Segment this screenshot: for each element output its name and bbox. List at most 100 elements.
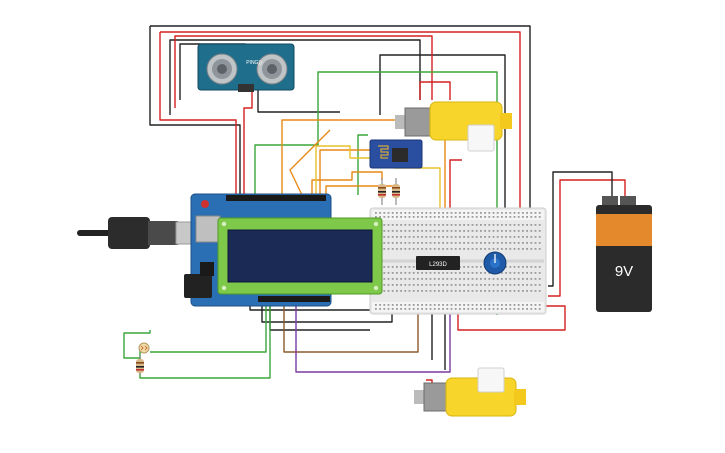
breadboard-hole (391, 242, 394, 244)
breadboard-hole (513, 308, 516, 310)
breadboard-hole (408, 284, 411, 286)
usb-cable (77, 217, 201, 249)
breadboard-hole (480, 290, 482, 292)
breadboard-hole (534, 272, 537, 274)
photoresistor (138, 342, 150, 354)
lcd-display-icon (217, 217, 383, 295)
ultrasonic-sensor-icon (206, 53, 288, 85)
breadboard-hole (400, 242, 402, 244)
breadboard-hole (526, 242, 528, 244)
breadboard-hole (526, 224, 528, 226)
breadboard-hole (391, 248, 394, 250)
breadboard-hole (429, 278, 432, 280)
breadboard-hole (496, 278, 499, 280)
breadboard-hole (459, 212, 461, 214)
breadboard-hole (404, 284, 407, 286)
breadboard-hole (459, 278, 461, 280)
breadboard-hole (387, 236, 390, 238)
breadboard-hole (475, 290, 478, 292)
breadboard-hole (442, 308, 444, 310)
breadboard-hole (538, 290, 541, 292)
breadboard-hole (412, 278, 415, 280)
breadboard-hole (480, 212, 482, 214)
breadboard-hole (450, 278, 453, 280)
breadboard-hole (433, 216, 436, 218)
breadboard-hole (513, 216, 516, 218)
breadboard-hole (513, 304, 516, 306)
breadboard-hole (408, 242, 411, 244)
breadboard-hole (530, 212, 533, 214)
breadboard-hole (391, 236, 394, 238)
breadboard-hole (501, 308, 503, 310)
breadboard-hole (429, 248, 432, 250)
breadboard-hole (488, 236, 491, 238)
breadboard-hole (383, 248, 386, 250)
breadboard-hole (530, 304, 533, 306)
breadboard-hole (463, 284, 465, 286)
breadboard-hole (404, 216, 407, 218)
breadboard-hole (513, 278, 516, 280)
breadboard-hole (417, 278, 419, 280)
breadboard-hole (526, 284, 528, 286)
breadboard-hole (396, 278, 398, 280)
breadboard-hole (438, 290, 440, 292)
breadboard-hole (417, 272, 419, 274)
breadboard-hole (433, 242, 436, 244)
breadboard-hole (412, 272, 415, 274)
breadboard-hole (538, 216, 541, 218)
breadboard-hole (375, 216, 377, 218)
breadboard-hole (488, 284, 491, 286)
breadboard-hole (492, 230, 495, 232)
breadboard-hole (442, 284, 444, 286)
breadboard-hole (509, 224, 512, 226)
breadboard-hole (450, 212, 453, 214)
breadboard-hole (446, 290, 449, 292)
breadboard-hole (429, 230, 432, 232)
breadboard-hole (408, 236, 411, 238)
breadboard-hole (391, 272, 394, 274)
breadboard-hole (387, 216, 390, 218)
breadboard-hole (492, 284, 495, 286)
breadboard-hole (408, 278, 411, 280)
breadboard-hole (396, 308, 398, 310)
breadboard-hole (446, 216, 449, 218)
breadboard-hole (383, 284, 386, 286)
breadboard-hole (433, 248, 436, 250)
breadboard-hole (383, 224, 386, 226)
breadboard-hole (480, 266, 482, 268)
breadboard-hole (433, 304, 436, 306)
breadboard-hole (505, 212, 507, 214)
breadboard-hole (538, 308, 541, 310)
breadboard-hole (387, 284, 390, 286)
breadboard-hole (433, 290, 436, 292)
breadboard-hole (480, 278, 482, 280)
wire-purple (295, 292, 451, 373)
breadboard-hole (379, 308, 381, 310)
breadboard-hole (480, 304, 482, 306)
breadboard-hole (442, 216, 444, 218)
wire-red (419, 81, 451, 100)
breadboard-hole (463, 272, 465, 274)
breadboard-hole (425, 242, 428, 244)
breadboard-hole (530, 308, 533, 310)
breadboard-hole (484, 248, 486, 250)
breadboard-hole (425, 212, 428, 214)
breadboard-hole (488, 278, 491, 280)
breadboard-hole (509, 266, 512, 268)
breadboard-hole (396, 212, 398, 214)
breadboard-hole (454, 224, 457, 226)
breadboard-hole (492, 248, 495, 250)
breadboard-hole (534, 248, 537, 250)
breadboard-hole (442, 278, 444, 280)
breadboard-hole (412, 248, 415, 250)
breadboard-hole (538, 248, 541, 250)
breadboard-hole (538, 224, 541, 226)
breadboard-hole (471, 278, 474, 280)
breadboard-hole (400, 248, 402, 250)
breadboard-hole (417, 236, 419, 238)
battery: 9V (596, 196, 652, 312)
breadboard-hole (530, 242, 533, 244)
breadboard-hole (467, 230, 470, 232)
wifi-module-icon (378, 145, 408, 162)
breadboard-hole (408, 290, 411, 292)
